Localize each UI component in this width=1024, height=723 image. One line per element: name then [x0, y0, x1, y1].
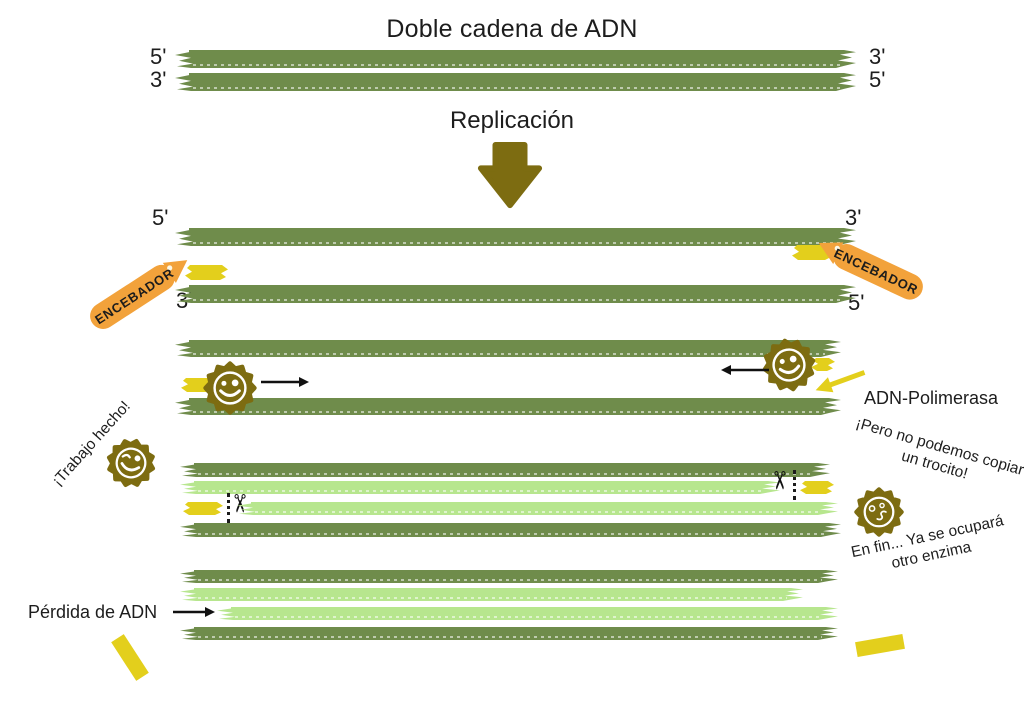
replication-label: Replicación	[449, 107, 575, 134]
right-arrow-icon	[173, 607, 215, 617]
template-strand	[175, 340, 843, 357]
template-strand	[180, 463, 832, 477]
cut-line	[227, 493, 230, 523]
primer	[185, 265, 228, 280]
primer-tag-label: ENCEBADOR	[92, 265, 176, 327]
template-strand	[175, 50, 858, 68]
template-strand	[175, 398, 843, 415]
polymerase-label: ADN-Polimerasa	[864, 388, 999, 408]
discarded-primer	[111, 634, 149, 681]
template-strand	[175, 228, 858, 246]
strand-label-5p: 5'	[848, 290, 865, 315]
polymerase-stamp-icon	[203, 361, 257, 415]
diagram-title: Doble cadena de ADN	[386, 15, 638, 43]
strand-label-3p: 3'	[869, 44, 886, 69]
template-strand	[180, 570, 840, 583]
template-strand	[175, 73, 858, 91]
primer	[811, 358, 835, 371]
new-strand	[217, 607, 840, 620]
discarded-primer	[855, 633, 905, 658]
template-strand	[175, 285, 858, 303]
primer	[183, 502, 223, 515]
strand-label-5p: 5'	[150, 44, 167, 69]
dna-loss-label: Pérdida de ADN	[28, 602, 158, 622]
new-strand	[180, 481, 782, 494]
smiley-stamp-icon	[106, 438, 156, 488]
new-strand	[180, 588, 805, 601]
primer	[800, 481, 834, 494]
template-strand	[180, 523, 843, 537]
cut-line	[793, 470, 796, 500]
template-strand	[180, 627, 840, 640]
left-arrow-icon	[721, 365, 769, 375]
strand-label-3p: 3'	[845, 205, 862, 230]
strand-label-5p: 5'	[869, 67, 886, 92]
right-arrow-icon	[261, 377, 309, 387]
strand-label-3p: 3'	[150, 67, 167, 92]
callout-arrow-icon	[815, 370, 866, 393]
strand-label-5p: 5'	[152, 205, 169, 230]
down-arrow-icon	[477, 142, 543, 209]
polymerase-stamp-icon	[762, 338, 816, 392]
confused-stamp-icon	[854, 487, 904, 537]
new-strand	[237, 502, 840, 515]
scissors-icon: ✂	[765, 470, 795, 491]
